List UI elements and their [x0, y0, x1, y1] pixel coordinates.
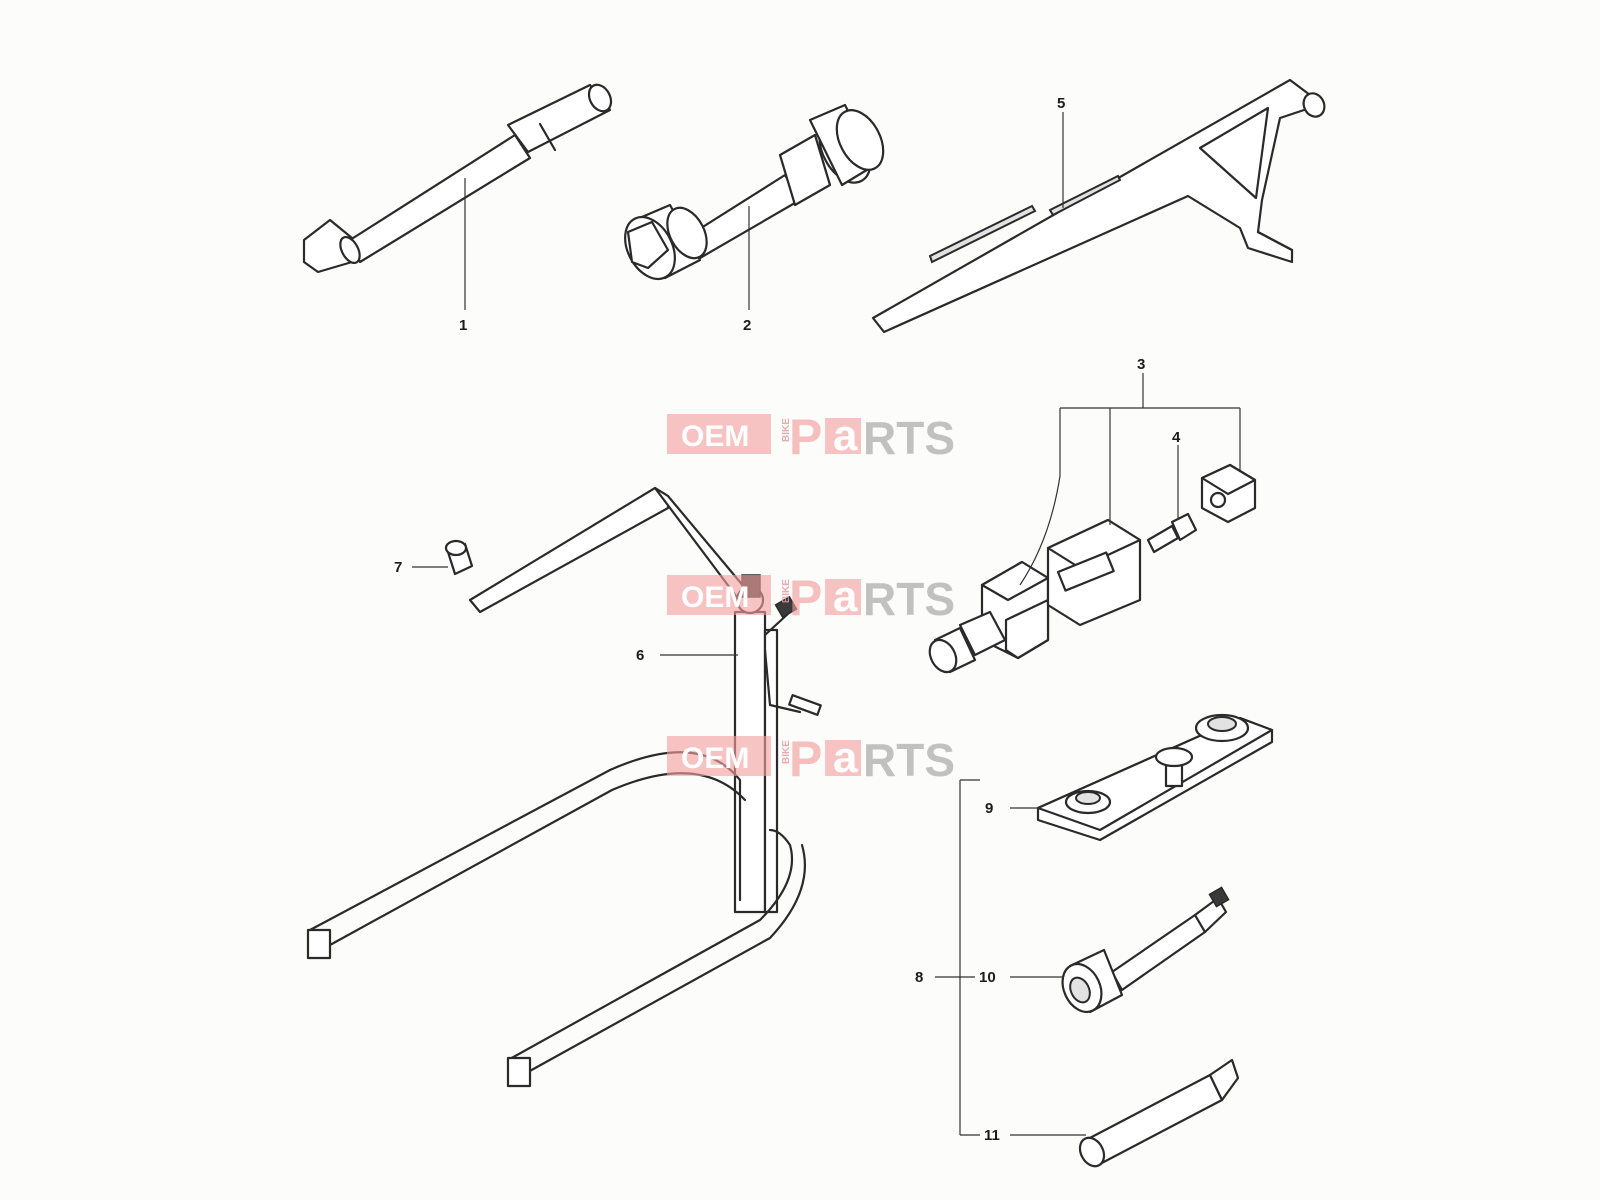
svg-text:OEM: OEM [681, 742, 749, 775]
leader-lines [412, 112, 1241, 1136]
part-9-plate[interactable] [1036, 713, 1274, 842]
svg-text:P: P [789, 570, 822, 626]
svg-text:a: a [833, 572, 858, 621]
watermark-bottom: OEM BIKE P a RTS [667, 731, 955, 787]
callout-labels: 1 2 3 4 5 6 7 8 9 10 11 [394, 95, 1181, 1144]
part-3-assembly[interactable] [924, 463, 1257, 677]
callout-3: 3 [1137, 356, 1145, 373]
part-5-bracket[interactable] [871, 78, 1328, 334]
part-4-pin[interactable] [1146, 512, 1198, 554]
callout-5: 5 [1057, 95, 1065, 112]
svg-text:OEM: OEM [681, 420, 749, 453]
callout-4: 4 [1172, 429, 1181, 446]
svg-text:a: a [833, 411, 858, 460]
svg-text:BIKE: BIKE [781, 418, 792, 442]
callout-10: 10 [979, 969, 996, 986]
svg-text:P: P [789, 731, 822, 787]
svg-text:a: a [833, 733, 858, 782]
svg-text:RTS: RTS [863, 573, 955, 625]
callout-9: 9 [985, 800, 993, 817]
part-10-puller[interactable] [1055, 886, 1230, 1018]
svg-text:BIKE: BIKE [781, 740, 792, 764]
svg-text:P: P [789, 409, 822, 465]
part-7-knob[interactable] [444, 539, 474, 576]
callout-1: 1 [459, 317, 467, 334]
watermark-middle: OEM BIKE P a RTS [667, 570, 955, 626]
svg-text:OEM: OEM [681, 581, 749, 614]
part-2-tool[interactable] [615, 102, 893, 287]
callout-6: 6 [636, 647, 644, 664]
callout-11: 11 [984, 1127, 1000, 1144]
part-1-tool[interactable] [302, 81, 615, 274]
callout-7: 7 [394, 559, 402, 576]
callout-2: 2 [743, 317, 751, 334]
svg-text:RTS: RTS [863, 734, 955, 786]
svg-text:BIKE: BIKE [781, 579, 792, 603]
part-11-drift[interactable] [1075, 1058, 1240, 1170]
svg-text:RTS: RTS [863, 412, 955, 464]
callout-8: 8 [915, 969, 923, 986]
watermark-top: OEM BIKE P a RTS [667, 409, 955, 465]
